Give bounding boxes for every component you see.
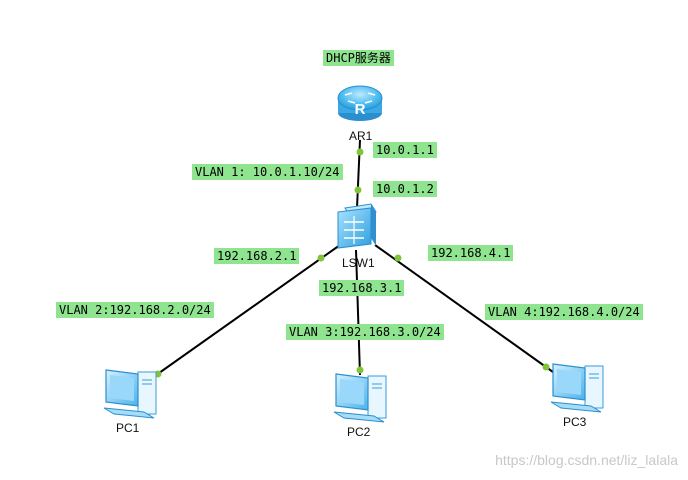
- port-dot-switch-uplink: [354, 186, 362, 194]
- port-dot-router: [356, 148, 364, 156]
- dhcp-server-label: DHCP服务器: [323, 50, 394, 66]
- vlan2-label: VLAN 2:192.168.2.0/24: [56, 302, 214, 318]
- svg-text:R: R: [355, 101, 366, 118]
- pc3-name: PC3: [563, 415, 587, 429]
- switch-uplink-ip: 10.0.1.2: [373, 181, 437, 197]
- router-icon[interactable]: R: [337, 85, 383, 121]
- vlan1-label: VLAN 1: 10.0.1.10/24: [192, 164, 343, 180]
- port-dot-pc2: [356, 366, 364, 374]
- vlan3-label: VLAN 3:192.168.3.0/24: [286, 324, 444, 340]
- pc2-name: PC2: [347, 425, 371, 439]
- port-dot-switch-pc3: [394, 254, 402, 262]
- watermark: https://blog.csdn.net/liz_lalala: [495, 452, 678, 468]
- port-dot-pc3: [542, 363, 550, 371]
- link-switch-pc2: [355, 249, 361, 376]
- pc1-name: PC1: [116, 421, 140, 435]
- pc2-icon[interactable]: [333, 373, 387, 423]
- port-dot-switch-pc1: [317, 254, 325, 262]
- pc3-icon[interactable]: [550, 363, 604, 413]
- link-switch-pc3: [374, 244, 554, 373]
- pc1-icon[interactable]: [103, 369, 157, 419]
- switch-name: LSW1: [342, 256, 375, 270]
- gateway-vlan2-ip: 192.168.2.1: [214, 248, 300, 264]
- link-switch-pc1: [151, 244, 341, 379]
- router-port-ip: 10.0.1.1: [373, 142, 437, 158]
- vlan4-label: VLAN 4:192.168.4.0/24: [485, 304, 643, 320]
- router-name: AR1: [349, 129, 373, 143]
- gateway-vlan3-ip: 192.168.3.1: [319, 280, 405, 296]
- gateway-vlan4-ip: 192.168.4.1: [428, 245, 514, 261]
- switch-icon[interactable]: [337, 203, 377, 249]
